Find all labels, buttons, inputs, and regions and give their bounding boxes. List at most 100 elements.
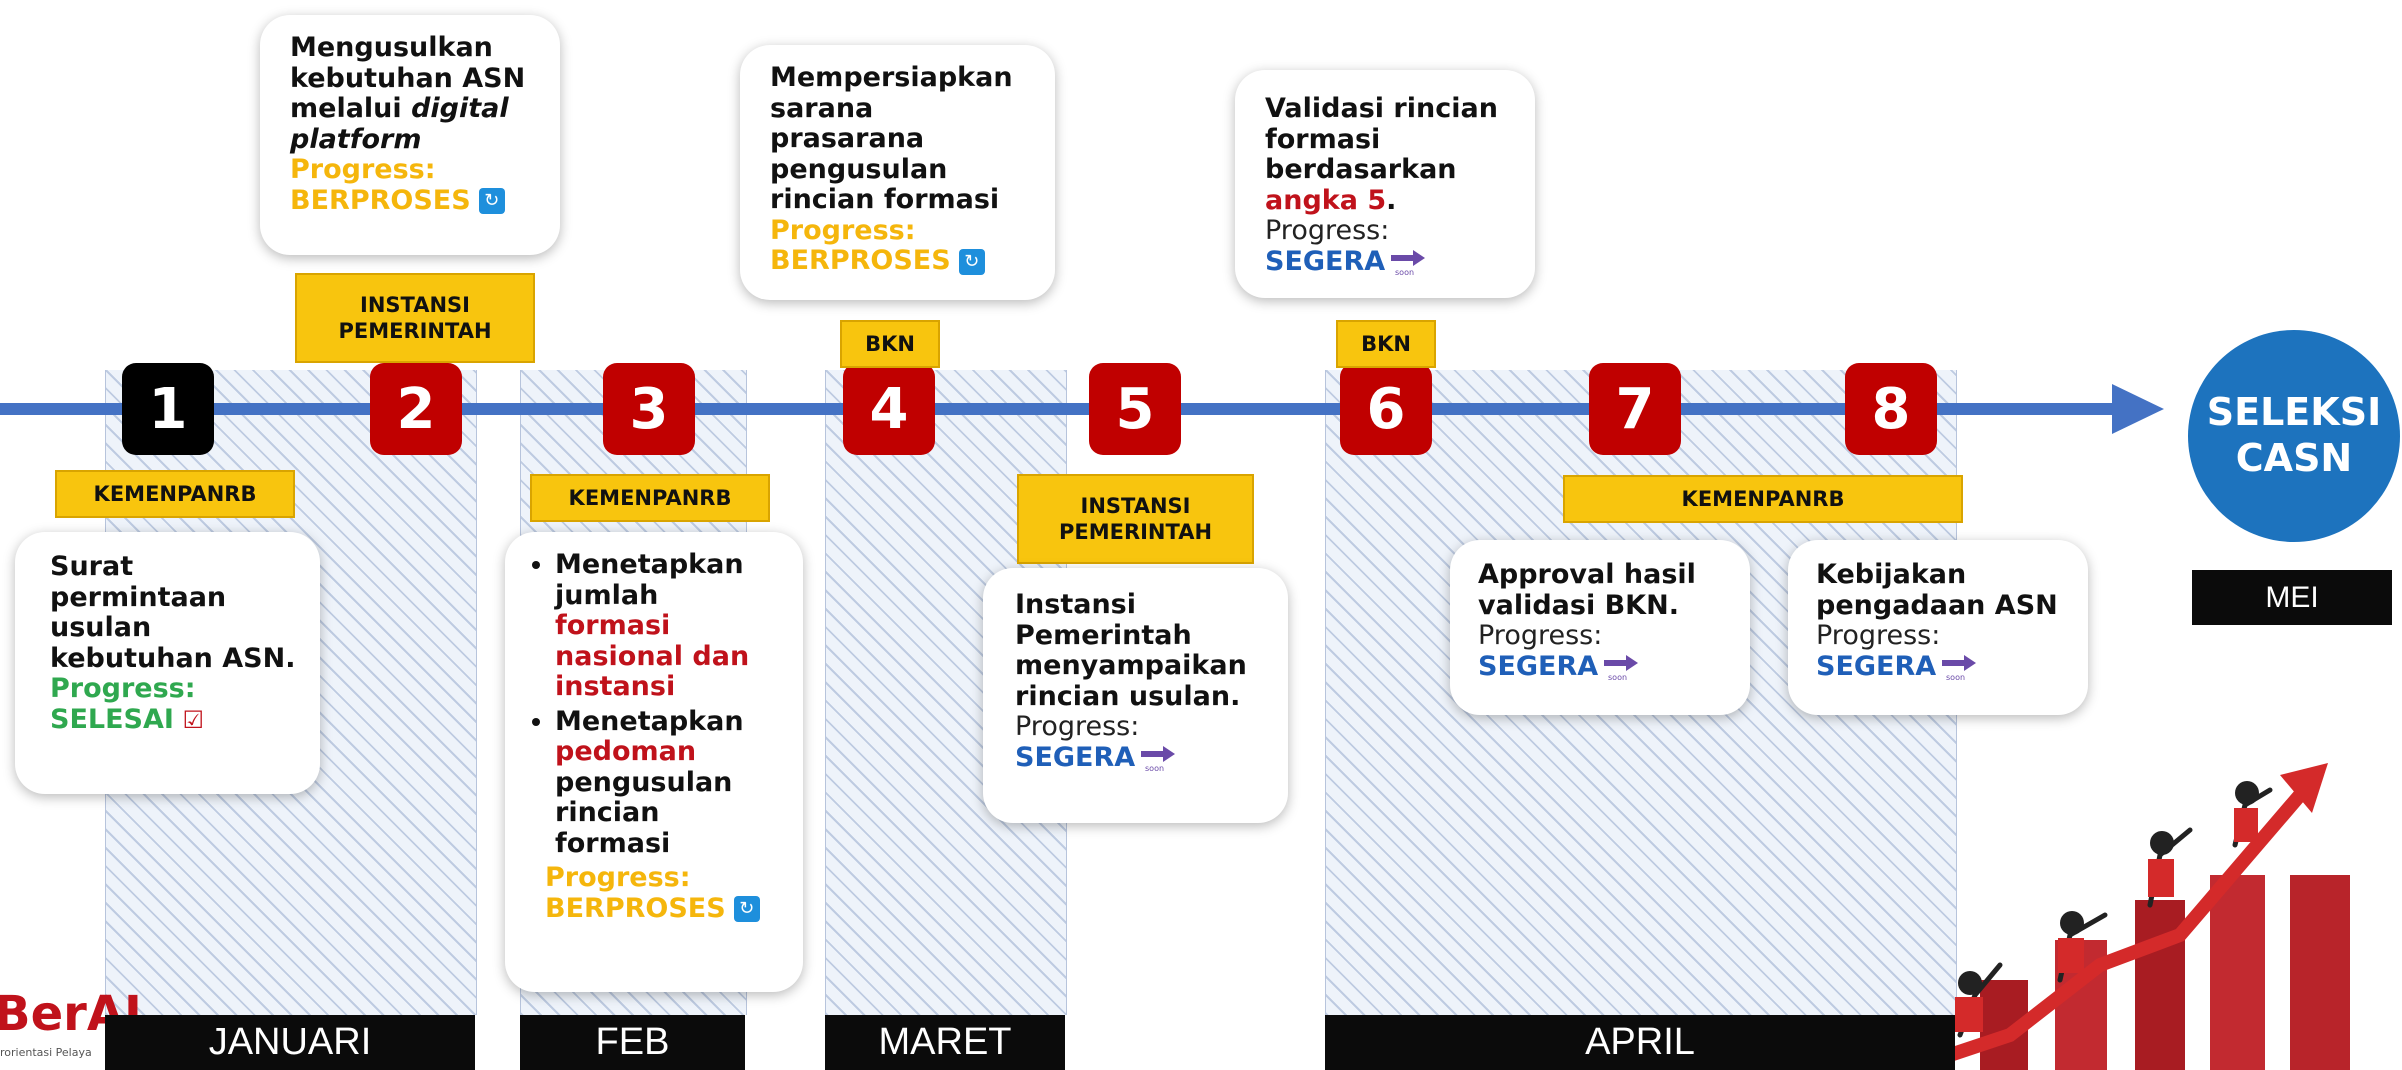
seleksi-casn-line2: CASN bbox=[2235, 436, 2353, 480]
card-8-line: pengadaan ASN bbox=[1816, 589, 2058, 621]
month-mei-label: MEI bbox=[2265, 580, 2319, 614]
step-3-marker: 3 bbox=[603, 363, 695, 455]
card-3-status: BERPROSES bbox=[545, 892, 726, 924]
card-3-highlight: formasi bbox=[555, 610, 671, 641]
step-1-marker: 1 bbox=[122, 363, 214, 455]
tag-step-5-line1: INSTANSI bbox=[1080, 493, 1191, 518]
tag-step-3-label: KEMENPANRB bbox=[568, 485, 732, 510]
checkbox-icon: ☑ bbox=[182, 705, 205, 734]
card-6-line: formasi bbox=[1265, 123, 1381, 155]
card-5-status: SEGERA bbox=[1015, 741, 1136, 773]
card-3-highlight: nasional dan bbox=[555, 640, 750, 672]
step-2-marker: 2 bbox=[370, 363, 462, 455]
card-2-line: Mengusulkan bbox=[290, 32, 493, 63]
card-7-status: SEGERA bbox=[1478, 650, 1599, 682]
month-maret: MARET bbox=[825, 1015, 1065, 1070]
card-5-line: menyampaikan bbox=[1015, 650, 1247, 681]
step-6-marker: 6 bbox=[1340, 363, 1432, 455]
card-1-line: usulan bbox=[50, 612, 152, 643]
card-step-3: Menetapkan jumlah formasi nasional dan i… bbox=[505, 532, 803, 992]
card-4-line: sarana bbox=[770, 92, 874, 124]
tag-step-3: KEMENPANRB bbox=[530, 474, 770, 522]
arrow-soon-icon: soon bbox=[1604, 655, 1639, 682]
step-8-marker: 8 bbox=[1845, 363, 1937, 455]
month-april-label: APRIL bbox=[1585, 1021, 1695, 1063]
month-januari-label: JANUARI bbox=[208, 1021, 372, 1063]
card-3-line: formasi bbox=[555, 827, 671, 859]
step-7-number: 7 bbox=[1615, 376, 1655, 442]
card-1-status: SELESAI bbox=[50, 703, 174, 735]
step-4-marker: 4 bbox=[843, 363, 935, 455]
climbing-people-illustration bbox=[1917, 763, 2350, 1070]
card-step-8: Kebijakan pengadaan ASN Progress: SEGERA… bbox=[1788, 540, 2088, 715]
card-8-progress-label: Progress: bbox=[1816, 620, 1941, 651]
sync-icon: ↻ bbox=[478, 188, 505, 214]
card-5-line: Pemerintah bbox=[1015, 619, 1192, 651]
step-7-marker: 7 bbox=[1589, 363, 1681, 455]
step-8-number: 8 bbox=[1871, 376, 1911, 442]
card-step-5: Instansi Pemerintah menyampaikan rincian… bbox=[983, 568, 1288, 823]
tag-step-2-line2: PEMERINTAH bbox=[338, 319, 492, 343]
card-3-line: jumlah bbox=[555, 579, 659, 611]
card-1-line: kebutuhan ASN. bbox=[50, 642, 296, 674]
card-1-line: Surat bbox=[50, 551, 134, 582]
step-5-marker: 5 bbox=[1089, 363, 1181, 455]
card-2-italic: platform bbox=[290, 123, 422, 155]
card-4-progress-label: Progress: bbox=[770, 214, 916, 246]
card-4-status: BERPROSES bbox=[770, 245, 951, 276]
tag-step-6: BKN bbox=[1336, 320, 1436, 368]
card-step-2: Mengusulkan kebutuhan ASN melalui digita… bbox=[260, 15, 560, 255]
card-4-line: Mempersiapkan bbox=[770, 62, 1013, 93]
card-2-progress-label: Progress: bbox=[290, 154, 436, 185]
month-maret-label: MARET bbox=[878, 1021, 1012, 1063]
card-6-highlight: angka 5 bbox=[1265, 184, 1387, 216]
arrow-soon-icon: soon bbox=[1391, 250, 1426, 277]
seleksi-casn-node: SELEKSI CASN bbox=[2188, 330, 2400, 542]
card-8-status: SEGERA bbox=[1816, 650, 1937, 682]
card-3-line: rincian bbox=[555, 797, 660, 828]
tag-step-4: BKN bbox=[840, 320, 940, 368]
card-step-4: Mempersiapkan sarana prasarana pengusula… bbox=[740, 45, 1055, 300]
card-3-line: pengusulan bbox=[555, 766, 733, 798]
step-2-number: 2 bbox=[396, 376, 436, 442]
svg-text:soon: soon bbox=[1145, 764, 1164, 773]
tag-step-6-label: BKN bbox=[1361, 331, 1411, 356]
seleksi-casn-line1: SELEKSI bbox=[2206, 390, 2382, 435]
step-1-number: 1 bbox=[148, 376, 188, 442]
card-5-line: rincian usulan. bbox=[1015, 680, 1241, 712]
step-5-number: 5 bbox=[1115, 376, 1155, 442]
step-4-number: 4 bbox=[869, 376, 909, 442]
month-feb-label: FEB bbox=[595, 1021, 670, 1063]
month-feb: FEB bbox=[520, 1015, 745, 1070]
card-step-1: Surat permintaan usulan kebutuhan ASN. P… bbox=[15, 532, 320, 794]
month-mei: MEI bbox=[2192, 570, 2392, 625]
tag-step-1-label: KEMENPANRB bbox=[93, 481, 257, 506]
tag-step-4-label: BKN bbox=[865, 331, 915, 356]
month-april: APRIL bbox=[1325, 1015, 1955, 1070]
card-3-highlight: pedoman bbox=[555, 736, 697, 767]
sync-icon: ↻ bbox=[733, 896, 760, 922]
card-4-line: prasarana bbox=[770, 123, 925, 154]
card-1-progress-label: Progress: bbox=[50, 673, 196, 704]
card-7-line: validasi BKN. bbox=[1478, 589, 1679, 621]
card-7-progress-label: Progress: bbox=[1478, 620, 1603, 651]
card-3-line: Menetapkan bbox=[555, 705, 744, 737]
svg-text:soon: soon bbox=[1946, 673, 1965, 682]
card-7-line: Approval hasil bbox=[1478, 559, 1696, 590]
svg-text:soon: soon bbox=[1608, 673, 1627, 682]
logo-subtitle-text: rorientasi Pelaya bbox=[0, 1046, 92, 1059]
sync-icon: ↻ bbox=[958, 248, 985, 275]
arrow-soon-icon: soon bbox=[1942, 655, 1977, 682]
card-3-line: Menetapkan bbox=[555, 549, 744, 580]
logo-subtitle: rorientasi Pelaya bbox=[0, 1046, 92, 1059]
arrow-soon-icon: soon bbox=[1141, 746, 1176, 773]
card-5-line: Instansi bbox=[1015, 589, 1137, 620]
card-1-line: permintaan bbox=[50, 581, 227, 613]
card-6-status: SEGERA bbox=[1265, 245, 1386, 277]
card-8-line: Kebijakan bbox=[1816, 559, 1967, 590]
card-3-highlight: instansi bbox=[555, 671, 676, 702]
card-3-progress-label: Progress: bbox=[545, 862, 691, 893]
month-januari: JANUARI bbox=[105, 1015, 475, 1070]
timeline-arrowhead-icon bbox=[2112, 384, 2164, 434]
